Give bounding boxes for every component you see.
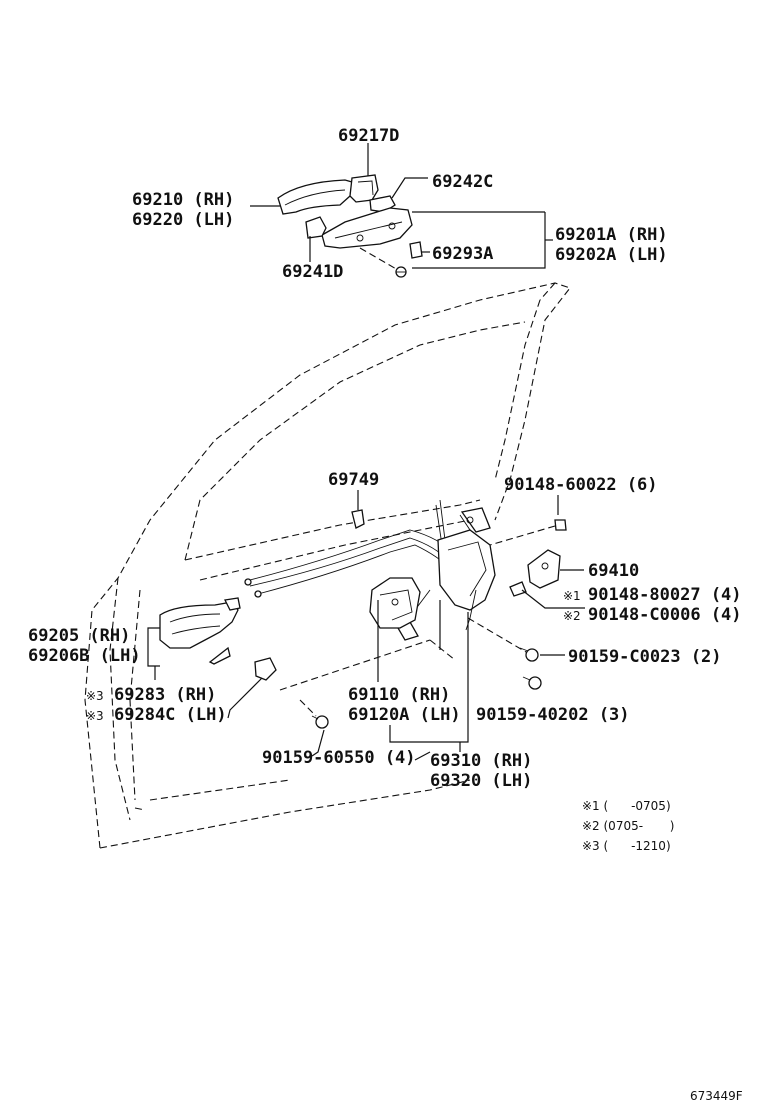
label-69206b-lh: 69206B (LH)	[28, 646, 141, 666]
handle-frame	[321, 207, 413, 249]
note-3: ※3 ( -1210)	[582, 839, 671, 853]
door-striker	[527, 549, 584, 589]
outside-handle-assembly	[250, 143, 553, 278]
label-69283-rh: 69283 (RH)	[114, 685, 216, 705]
note-2: ※2 (0705- )	[582, 819, 674, 833]
label-69202a-lh: 69202A (LH)	[555, 245, 668, 265]
screw-90148-60022	[489, 495, 567, 546]
cable-clip	[351, 490, 365, 529]
label-69284c-lh: 69284C (LH)	[114, 705, 227, 725]
label-69242c: 69242C	[432, 172, 493, 192]
note-1: ※1 ( -0705)	[582, 799, 671, 813]
label-69310-rh: 69310 (RH)	[430, 751, 532, 771]
label-69120a-lh: 69120A (LH)	[348, 705, 461, 725]
label-90159-40202: 90159-40202 (3)	[476, 705, 630, 725]
mark-3-b: ※3	[86, 709, 104, 723]
handle-cover	[349, 174, 379, 203]
label-69110-rh: 69110 (RH)	[348, 685, 450, 705]
screw-90159-40202	[522, 676, 542, 690]
outside-handle	[277, 179, 353, 215]
figure-id: 673449F	[690, 1089, 743, 1103]
handle-screw	[395, 266, 407, 278]
mark-1-a: ※1	[563, 589, 581, 603]
label-69210-rh: 69210 (RH)	[132, 190, 234, 210]
screw-90159-60550	[299, 699, 329, 757]
label-90148-60022: 90148-60022 (6)	[504, 475, 658, 495]
mark-2-a: ※2	[563, 609, 581, 623]
label-69293a: 69293A	[432, 244, 493, 264]
handle-clip	[409, 241, 423, 259]
inside-handle-cover	[208, 646, 231, 665]
label-69410: 69410	[588, 561, 639, 581]
label-69220-lh: 69220 (LH)	[132, 210, 234, 230]
mark-3-a: ※3	[86, 689, 104, 703]
label-90148-c0006: 90148-C0006 (4)	[588, 605, 742, 625]
label-69217d: 69217D	[338, 126, 399, 146]
screw-90148-80027	[509, 581, 585, 609]
label-69320-lh: 69320 (LH)	[430, 771, 532, 791]
label-69205-rh: 69205 (RH)	[28, 626, 130, 646]
label-69749: 69749	[328, 470, 379, 490]
label-69201a-rh: 69201A (RH)	[555, 225, 668, 245]
label-90159-c0023: 90159-C0023 (2)	[568, 647, 722, 667]
label-90148-80027: 90148-80027 (4)	[588, 585, 742, 605]
inside-handle-bezel	[227, 657, 277, 719]
label-90159-60550: 90159-60550 (4)	[262, 748, 416, 768]
screw-90159-c0023	[467, 617, 565, 662]
label-69241d: 69241D	[282, 262, 343, 282]
door-lock-assembly	[397, 507, 496, 641]
rear-pad	[305, 216, 327, 239]
door-outline	[84, 282, 571, 849]
door-lock-remote-control	[369, 577, 421, 629]
inside-handle	[147, 597, 241, 680]
